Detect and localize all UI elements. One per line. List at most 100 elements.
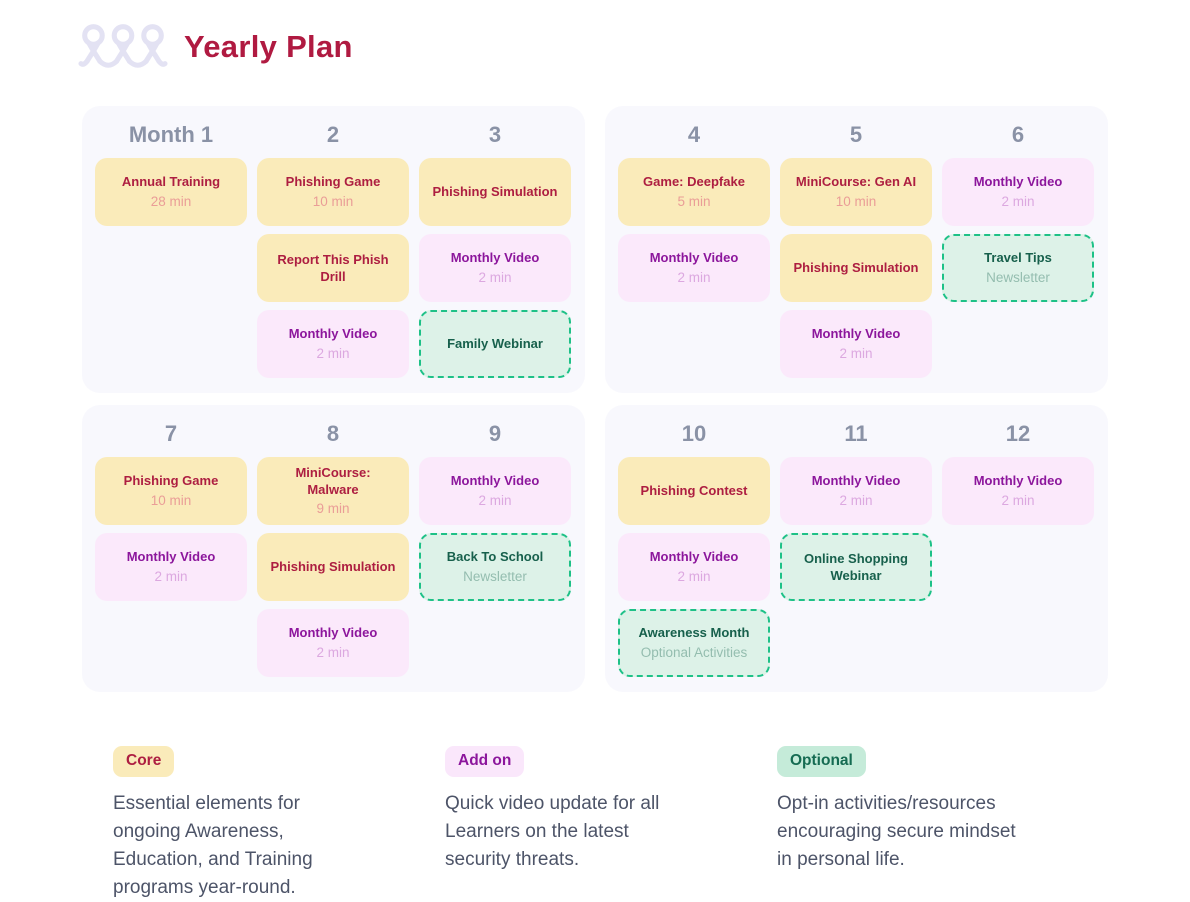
activity-tile-core: Game: Deepfake 5 min: [618, 158, 770, 226]
legend-column-optional: Optional Opt-in activities/resources enc…: [777, 746, 1109, 902]
activity-subtitle: 9 min: [316, 501, 350, 517]
activity-tile-addon: Monthly Video 2 min: [95, 533, 247, 601]
legend-column-addon: Add on Quick video update for all Learne…: [445, 746, 777, 902]
activity-title: Monthly Video: [288, 625, 378, 641]
month-tiles: Annual Training 28 min: [95, 158, 247, 226]
activity-title: Monthly Video: [450, 250, 540, 266]
page-header: Yearly Plan: [78, 8, 353, 86]
activity-title: Monthly Video: [126, 549, 216, 565]
activity-title: Phishing Simulation: [793, 260, 919, 276]
month-tiles: MiniCourse: Gen AI 10 min Phishing Simul…: [780, 158, 932, 378]
month-label: 6: [1011, 122, 1025, 147]
activity-tile-addon: Monthly Video 2 min: [780, 457, 932, 525]
month-tiles: Phishing Contest Monthly Video 2 min Awa…: [618, 457, 770, 677]
activity-subtitle: 5 min: [677, 193, 711, 209]
activity-title: Phishing Game: [123, 473, 219, 489]
activity-tile-optional: Online Shopping Webinar: [780, 533, 932, 601]
month-column: 2 Phishing Game 10 min Report This Phish…: [257, 118, 409, 378]
legend: Core Essential elements for ongoing Awar…: [113, 746, 1109, 902]
activity-subtitle: 2 min: [316, 345, 350, 361]
month-tiles: MiniCourse: Malware 9 min Phishing Simul…: [257, 457, 409, 677]
activity-tile-optional: Travel Tips Newsletter: [942, 234, 1094, 302]
activity-title: Monthly Video: [811, 326, 901, 342]
month-label: 11: [844, 421, 868, 446]
activity-title: Monthly Video: [973, 174, 1063, 190]
month-label: 10: [681, 421, 707, 446]
legend-tag-optional: Optional: [777, 746, 866, 777]
activity-title: Monthly Video: [811, 473, 901, 489]
activity-tile-addon: Monthly Video 2 min: [419, 234, 571, 302]
activity-title: Family Webinar: [447, 336, 543, 352]
activity-tile-addon: Monthly Video 2 min: [618, 234, 770, 302]
quarter-card: Month 1 Annual Training 28 min 2 Phishin…: [82, 106, 585, 393]
month-column: 8 MiniCourse: Malware 9 min Phishing Sim…: [257, 417, 409, 677]
month-tiles: Game: Deepfake 5 min Monthly Video 2 min: [618, 158, 770, 302]
activity-tile-core: Phishing Simulation: [257, 533, 409, 601]
activity-tile-addon: Monthly Video 2 min: [257, 609, 409, 677]
activity-subtitle: 2 min: [154, 568, 188, 584]
month-label: 4: [687, 122, 701, 147]
month-tiles: Phishing Simulation Monthly Video 2 min …: [419, 158, 571, 378]
month-tiles: Phishing Game 10 min Monthly Video 2 min: [95, 457, 247, 601]
activity-subtitle: 2 min: [677, 568, 711, 584]
activity-tile-core: Phishing Simulation: [419, 158, 571, 226]
legend-tag-addon: Add on: [445, 746, 525, 777]
activity-title: Phishing Contest: [640, 483, 748, 499]
activity-tile-core: MiniCourse: Gen AI 10 min: [780, 158, 932, 226]
activity-tile-core: Phishing Game 10 min: [95, 457, 247, 525]
month-label: 2: [326, 122, 340, 147]
activity-tile-core: Annual Training 28 min: [95, 158, 247, 226]
activity-tile-core: Phishing Game 10 min: [257, 158, 409, 226]
month-label: 8: [326, 421, 340, 446]
activity-title: MiniCourse: Gen AI: [795, 174, 917, 190]
month-label: Month 1: [128, 122, 214, 147]
yearly-plan-grid: Month 1 Annual Training 28 min 2 Phishin…: [82, 106, 1108, 692]
activity-subtitle: 2 min: [1001, 492, 1035, 508]
legend-tag-core: Core: [113, 746, 175, 777]
activity-tile-addon: Monthly Video 2 min: [780, 310, 932, 378]
month-label: 5: [849, 122, 863, 147]
activity-title: Monthly Video: [973, 473, 1063, 489]
month-column: 9 Monthly Video 2 min Back To School New…: [419, 417, 571, 677]
activity-subtitle: 2 min: [677, 269, 711, 285]
legend-description: Essential elements for ongoing Awareness…: [113, 792, 313, 898]
activity-tile-optional: Back To School Newsletter: [419, 533, 571, 601]
activity-title: Phishing Game: [285, 174, 381, 190]
activity-subtitle: 10 min: [150, 492, 192, 508]
month-column: 5 MiniCourse: Gen AI 10 min Phishing Sim…: [780, 118, 932, 378]
activity-subtitle: 10 min: [312, 193, 354, 209]
activity-title: Travel Tips: [984, 250, 1052, 266]
month-column: 4 Game: Deepfake 5 min Monthly Video 2 m…: [618, 118, 770, 378]
quarter-card: 10 Phishing Contest Monthly Video 2 min …: [605, 405, 1108, 692]
month-tiles: Phishing Game 10 min Report This Phish D…: [257, 158, 409, 378]
month-label: 3: [488, 122, 502, 147]
month-column: 3 Phishing Simulation Monthly Video 2 mi…: [419, 118, 571, 378]
month-label: 9: [488, 421, 502, 446]
three-loops-logo-icon: [78, 23, 168, 68]
activity-tile-addon: Monthly Video 2 min: [942, 457, 1094, 525]
legend-description: Quick video update for all Learners on t…: [445, 792, 660, 870]
quarter-card: 7 Phishing Game 10 min Monthly Video 2 m…: [82, 405, 585, 692]
month-column: 12 Monthly Video 2 min: [942, 417, 1094, 677]
activity-tile-addon: Monthly Video 2 min: [257, 310, 409, 378]
legend-description: Opt-in activities/resources encouraging …: [777, 792, 1016, 870]
month-tiles: Monthly Video 2 min Travel Tips Newslett…: [942, 158, 1094, 302]
activity-subtitle: 2 min: [1001, 193, 1035, 209]
activity-subtitle: 2 min: [839, 345, 873, 361]
months-grid: 10 Phishing Contest Monthly Video 2 min …: [618, 417, 1095, 677]
activity-title: Phishing Simulation: [270, 559, 396, 575]
activity-tile-optional: Awareness Month Optional Activities: [618, 609, 770, 677]
activity-title: Monthly Video: [649, 250, 739, 266]
activity-title: Online Shopping Webinar: [804, 550, 908, 583]
activity-title: Phishing Simulation: [432, 184, 558, 200]
activity-subtitle: 2 min: [316, 644, 350, 660]
month-label: 7: [164, 421, 178, 446]
activity-tile-core: Report This Phish Drill: [257, 234, 409, 302]
activity-title: Monthly Video: [450, 473, 540, 489]
month-column: 7 Phishing Game 10 min Monthly Video 2 m…: [95, 417, 247, 677]
activity-subtitle: Newsletter: [463, 568, 527, 584]
activity-subtitle: 2 min: [839, 492, 873, 508]
activity-subtitle: 28 min: [150, 193, 192, 209]
months-grid: 7 Phishing Game 10 min Monthly Video 2 m…: [95, 417, 572, 677]
page-title: Yearly Plan: [184, 28, 353, 64]
